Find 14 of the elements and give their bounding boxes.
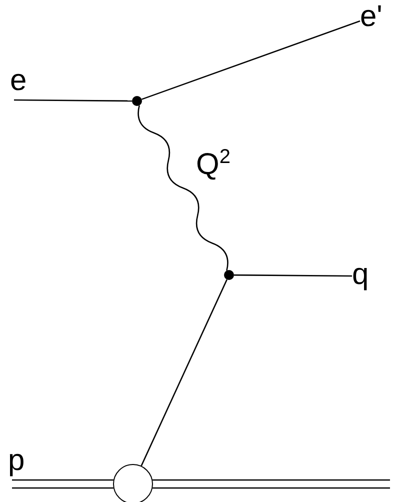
particle-label: q <box>352 258 369 292</box>
vertex-dot <box>224 270 234 280</box>
double-line <box>11 479 114 489</box>
blob-circle <box>113 464 153 502</box>
line <box>140 279 228 466</box>
particle-label: e' <box>360 0 382 34</box>
vertex-dot <box>132 96 142 106</box>
wavy-line <box>138 105 228 271</box>
line <box>141 20 360 100</box>
line <box>234 274 352 277</box>
line <box>14 99 132 102</box>
particle-label: p <box>8 444 25 478</box>
particle-label: e <box>10 64 27 98</box>
double-line <box>152 479 391 489</box>
